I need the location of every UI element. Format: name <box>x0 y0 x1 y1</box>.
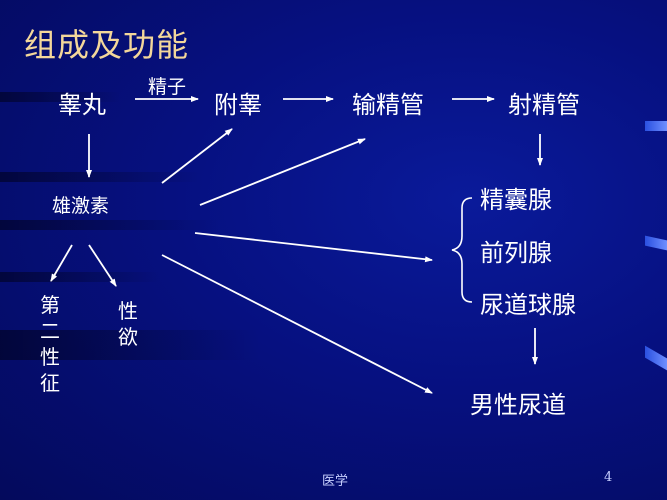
node-secondary-sex-characteristics: 第二性征 <box>40 293 60 395</box>
node-prostate: 前列腺 <box>480 239 552 267</box>
node-epididymis: 附睾 <box>214 91 262 119</box>
node-ejaculatory-duct: 射精管 <box>508 91 580 119</box>
node-seminal-vesicle: 精囊腺 <box>480 186 552 214</box>
arrow-androgen-to-glands <box>194 232 433 263</box>
arrow-androgen-to-secondary <box>50 244 73 282</box>
arrow-androgen-to-vas <box>199 138 366 206</box>
label-sperm: 精子 <box>148 76 187 98</box>
background-stripe <box>0 272 160 282</box>
arrow-androgen-to-epididymis <box>161 128 233 184</box>
background-stripe <box>0 172 200 182</box>
arrow-androgen-to-libido <box>88 244 117 287</box>
node-testis: 睾丸 <box>58 91 106 119</box>
background-stripe <box>0 92 120 102</box>
slide-title: 组成及功能 <box>24 26 190 64</box>
arrow-androgen-to-urethra <box>161 254 433 394</box>
background-stripe <box>0 330 260 360</box>
decorative-bar <box>645 121 667 131</box>
node-androgen: 雄激素 <box>52 195 110 217</box>
node-libido: 性欲 <box>118 299 138 349</box>
node-male-urethra: 男性尿道 <box>470 391 566 419</box>
node-vas-deferens: 输精管 <box>352 91 424 119</box>
background-stripe <box>0 220 220 230</box>
footer-text: 医学 <box>322 474 349 489</box>
page-number: 4 <box>604 470 613 485</box>
brace-glands <box>451 197 473 303</box>
node-bulbourethral-gland: 尿道球腺 <box>480 291 576 319</box>
